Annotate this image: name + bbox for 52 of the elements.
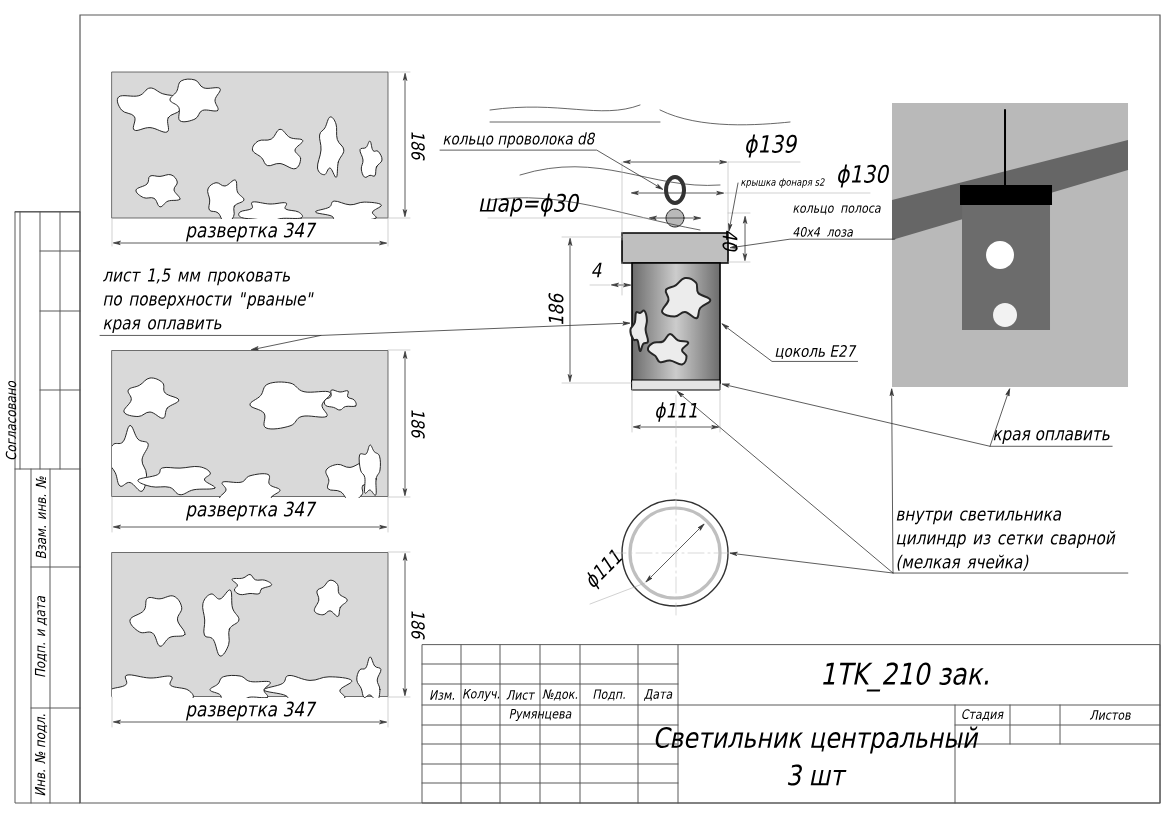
- drawing-title: 3 шт: [787, 764, 847, 786]
- leader-line: [439, 149, 663, 190]
- note-text: цоколь E27: [775, 345, 857, 359]
- note-text: кольцо полоса 40x4 лоза: [793, 205, 881, 237]
- photo: [892, 103, 1128, 387]
- leader-line: [99, 321, 630, 336]
- note-text: лист 1,5 мм проковать по поверхности "рваные" края оплавить: [102, 268, 314, 333]
- drawing-number: 1TK_210 зак.: [823, 662, 989, 692]
- signature-name: Румянцева: [509, 708, 572, 722]
- table-header: Дата: [643, 689, 673, 701]
- dimension-text: 40: [722, 230, 738, 252]
- table-header: Листов: [1089, 710, 1131, 720]
- table-header: Изм.: [430, 690, 455, 700]
- dimension-text: 186: [548, 292, 564, 325]
- leader-line: [730, 552, 894, 574]
- mesh-cylinder: [631, 379, 721, 391]
- leader-line: [721, 323, 858, 362]
- dimension-text: 186: [411, 410, 425, 439]
- eye-ring: [664, 175, 686, 205]
- table-header: Колуч.: [463, 688, 500, 702]
- leader-line: [889, 388, 894, 574]
- note-text: края оплавить: [993, 430, 1110, 444]
- note-text: внутри светильника цилиндр из сетки сварной (мелкая ячейка): [896, 510, 1116, 571]
- table-header: Лист: [506, 690, 536, 700]
- dimension-text: ϕ139: [746, 134, 797, 158]
- leader-line: [989, 388, 1010, 447]
- stamp-text: Согласовано: [5, 380, 17, 460]
- sheet-drawing: развертка 347: [111, 350, 389, 521]
- dimension-text: 4: [592, 262, 602, 278]
- stamp-text: Взам. инв. №: [35, 476, 47, 559]
- dimension-text: шар=ϕ30: [479, 193, 579, 217]
- node-label: развертка 347: [185, 701, 317, 721]
- dimension-text: 186: [411, 611, 425, 640]
- stamp-text: Инв. № подл.: [34, 714, 48, 796]
- note-text: крышка фонаря s2: [741, 178, 825, 188]
- note-text: кольцо проволока d8: [443, 132, 595, 148]
- node-label: развертка 347: [185, 222, 317, 242]
- leader-line: [676, 391, 1129, 574]
- leader-line: [722, 383, 1113, 447]
- table-header: Подп.: [593, 689, 625, 701]
- sheet-drawing: развертка 347: [111, 552, 389, 721]
- stamp-text: Подп. и дата: [34, 596, 48, 677]
- table-header: №док.: [542, 689, 578, 701]
- leader-line: [728, 182, 739, 231]
- dimension-text: 186: [411, 132, 425, 161]
- drawing-title: Светильник центральный: [655, 726, 979, 754]
- table-header: Стадия: [962, 709, 1004, 721]
- leader-line: [730, 238, 896, 249]
- sheet-drawing: развертка 347: [111, 71, 389, 242]
- dimension-text: ϕ111: [656, 402, 697, 422]
- leader-line: [251, 335, 322, 351]
- node-label: развертка 347: [185, 501, 317, 521]
